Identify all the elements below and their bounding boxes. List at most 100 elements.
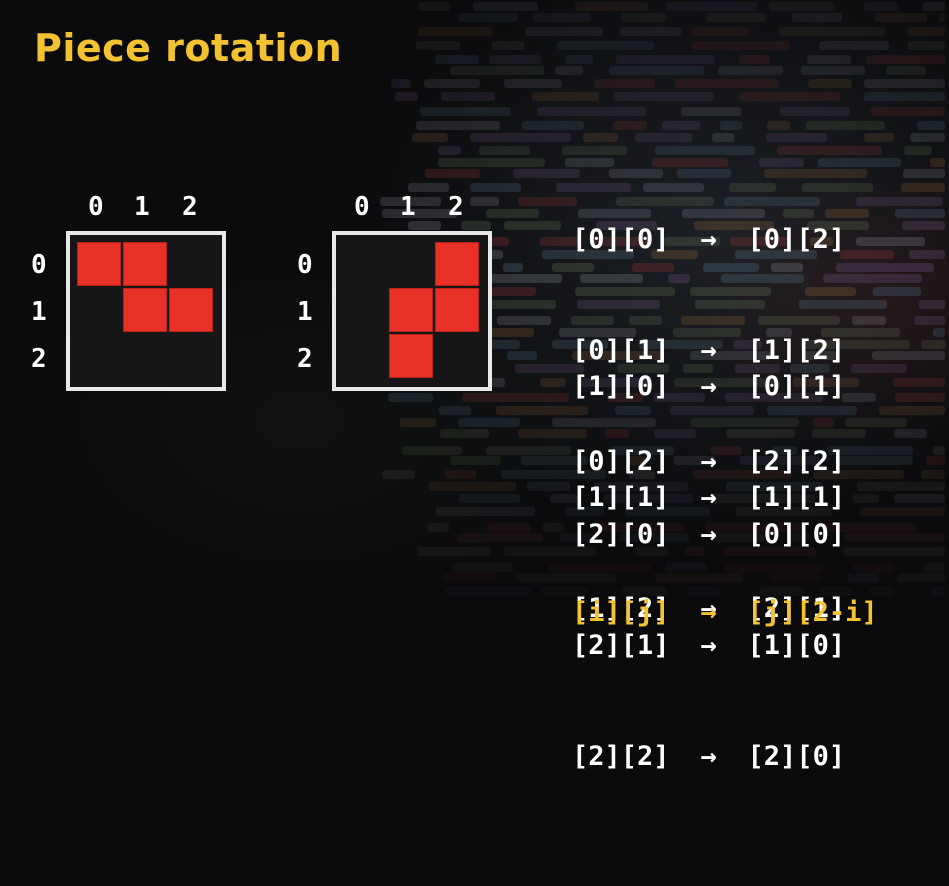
- arrow-icon: →: [700, 519, 717, 550]
- code-texture-stroke: [620, 26, 681, 36]
- code-texture-stroke: [892, 377, 945, 387]
- code-texture-stroke: [757, 315, 840, 325]
- code-texture-stroke: [664, 562, 707, 572]
- code-texture-stroke: [583, 133, 618, 143]
- code-texture-stroke: [614, 405, 652, 415]
- code-texture-stroke: [709, 494, 816, 504]
- code-texture-stroke: [551, 340, 608, 350]
- code-texture-stroke: [719, 120, 742, 130]
- page-title: Piece rotation: [34, 26, 343, 70]
- mapping-to: [1][2]: [747, 335, 846, 366]
- filled-cell: [123, 242, 167, 286]
- code-texture-stroke: [446, 587, 530, 596]
- code-texture-stroke: [923, 562, 945, 572]
- code-texture-stroke: [736, 507, 833, 517]
- code-texture-stroke: [597, 523, 686, 533]
- arrow-icon: →: [700, 741, 717, 772]
- mapping-row: [0][2]→[2][2]: [572, 443, 845, 480]
- code-texture-stroke: [800, 65, 865, 75]
- code-texture-stroke: [610, 445, 674, 455]
- code-texture-stroke: [894, 392, 945, 402]
- code-texture-stroke: [613, 92, 714, 102]
- code-texture-stroke: [428, 481, 517, 491]
- code-texture-stroke: [689, 351, 771, 361]
- code-texture-stroke: [479, 146, 531, 156]
- code-texture-stroke: [939, 13, 945, 23]
- code-texture-stroke: [621, 13, 667, 23]
- filled-cell: [77, 242, 121, 286]
- code-texture-stroke: [875, 13, 928, 23]
- code-texture-stroke: [407, 182, 450, 192]
- code-texture-stroke: [825, 209, 869, 219]
- filled-cell: [389, 334, 433, 378]
- arrow-icon: →: [700, 371, 717, 402]
- code-texture-stroke: [789, 364, 831, 374]
- mapping-to: [2][2]: [747, 446, 846, 477]
- mapping-row: [2][0]→[0][0]: [572, 516, 845, 553]
- code-texture-stroke: [851, 315, 887, 325]
- code-texture-stroke: [381, 209, 457, 219]
- code-texture-stroke: [864, 133, 894, 143]
- code-texture-stroke: [629, 470, 656, 480]
- code-texture-stroke: [628, 315, 663, 325]
- code-texture-stroke: [690, 286, 772, 296]
- code-texture-stroke: [613, 120, 648, 130]
- code-texture-stroke: [426, 523, 450, 533]
- code-texture-stroke: [390, 78, 411, 88]
- code-texture-stroke: [565, 158, 615, 168]
- code-texture-stroke: [819, 587, 851, 596]
- code-texture-stroke: [437, 158, 545, 168]
- code-texture-stroke: [933, 445, 945, 455]
- code-texture-stroke: [419, 2, 450, 12]
- code-texture-stroke: [807, 54, 851, 64]
- mapping-from: [0][1]: [572, 335, 670, 366]
- code-texture-stroke: [449, 65, 545, 75]
- formula-to: [j][2-i]: [747, 597, 878, 628]
- col-label: 1: [134, 192, 150, 222]
- code-texture-stroke: [423, 78, 480, 88]
- code-texture-stroke: [835, 262, 935, 272]
- code-texture-stroke: [539, 377, 566, 387]
- code-texture-stroke: [440, 429, 490, 439]
- code-texture-stroke: [604, 494, 694, 504]
- col-label: 1: [400, 192, 416, 222]
- arrow-icon: →: [700, 597, 717, 628]
- code-texture-stroke: [859, 507, 945, 517]
- code-texture-stroke: [496, 315, 551, 325]
- mapping-row: [1][1]→[1][1]: [572, 479, 845, 516]
- code-texture-stroke: [705, 13, 767, 23]
- mapping-from: [2][0]: [572, 519, 670, 550]
- mapping-list: [0][0]→[0][2] [0][1]→[1][2] [0][2]→[2][2…: [572, 73, 845, 591]
- code-texture-stroke: [782, 209, 814, 219]
- code-texture-stroke: [502, 546, 597, 556]
- rotation-formula: [i][j]→[j][2-i]: [572, 520, 878, 668]
- mapping-to: [2][0]: [747, 741, 846, 772]
- mapping-row: [2][2]→[2][0]: [572, 738, 845, 775]
- code-texture-stroke: [920, 470, 945, 480]
- code-texture-stroke: [873, 286, 922, 296]
- code-texture-stroke: [802, 182, 874, 192]
- code-texture-stroke: [817, 158, 902, 168]
- code-texture-stroke: [555, 182, 631, 192]
- code-texture-stroke: [514, 364, 585, 374]
- code-texture-stroke: [682, 364, 714, 374]
- code-texture-stroke: [929, 158, 945, 168]
- code-texture-stroke: [885, 65, 927, 75]
- code-texture-stroke: [792, 13, 843, 23]
- code-texture-stroke: [542, 523, 565, 533]
- code-texture-stroke: [542, 249, 635, 259]
- code-texture-stroke: [802, 351, 838, 361]
- code-texture-stroke: [878, 405, 945, 415]
- code-texture-stroke: [767, 120, 791, 130]
- code-texture-stroke: [799, 300, 887, 310]
- code-texture-stroke: [726, 481, 823, 491]
- code-texture-stroke: [632, 262, 674, 272]
- code-texture-stroke: [805, 120, 885, 130]
- code-texture-stroke: [894, 209, 945, 219]
- code-texture-stroke: [565, 507, 605, 517]
- code-texture-stroke: [739, 54, 771, 64]
- code-texture-stroke: [605, 429, 630, 439]
- code-texture-stroke: [763, 169, 868, 179]
- code-texture-stroke: [738, 92, 841, 102]
- code-texture-stroke: [729, 237, 791, 247]
